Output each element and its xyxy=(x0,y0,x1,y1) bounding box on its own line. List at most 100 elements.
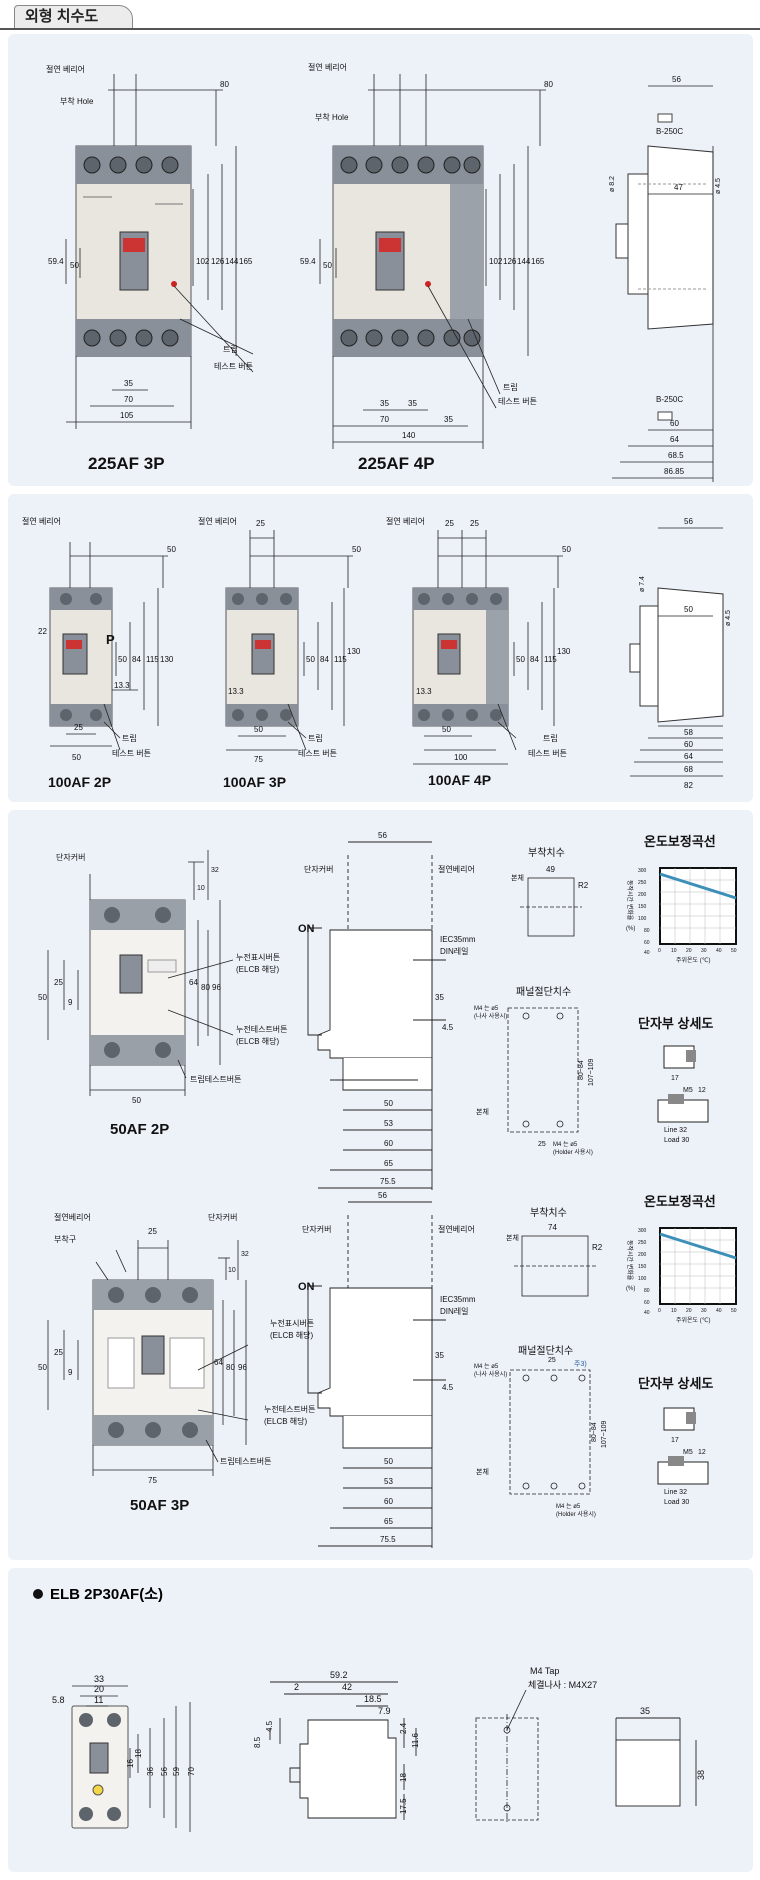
elb-side-dim-2-4: 2.4 xyxy=(399,1722,408,1734)
s2-3p-dim-25: 25 xyxy=(256,519,265,528)
s3-2p-panel-main: 본체 xyxy=(476,1108,489,1116)
s3-2p-leak-indicator: 누전표시버튼 xyxy=(236,952,280,962)
s2-4p-dim-50: 50 xyxy=(442,725,451,734)
s3-3p-ytick-60: 60 xyxy=(644,1300,650,1306)
s3-2p-xtick-40: 40 xyxy=(716,948,722,954)
s2-2p-label-p: P xyxy=(106,632,115,647)
s1-4p-model: 225AF 4P xyxy=(358,454,435,473)
s2-3p-test-label: 테스트 버튼 xyxy=(298,748,337,758)
s1-3p-mount-label: 부착 Hole xyxy=(60,97,94,106)
s3-3p-ytick-250: 250 xyxy=(638,1240,647,1246)
s3-3p-mount-dim-r2: R2 xyxy=(592,1243,603,1252)
s3-3p-panel-dim-80: 80~84 xyxy=(591,1422,598,1442)
s3-2p-line: Line 32 xyxy=(664,1127,687,1134)
s1-4p-dim-126: 126 xyxy=(503,257,517,266)
s3-3p-terminal-title: 단자부 상세도 xyxy=(638,1376,713,1391)
s2-3p-dim-115: 115 xyxy=(334,655,347,664)
s3-2p-xlabel: 주위온도 (℃) xyxy=(676,956,710,964)
s3-2p-dim-50l: 50 xyxy=(38,993,47,1002)
s3-2p-mount-dim-49: 49 xyxy=(546,865,555,874)
s2-4p-dim-100: 100 xyxy=(454,753,468,762)
s3-3p-side-din2: DIN레일 xyxy=(440,1307,469,1316)
s1-side-dim-64: 64 xyxy=(670,435,679,444)
section-225af-drawing: 절연 베리어 부착 Hole 80 59.4 50 102 126 144 16… xyxy=(46,62,722,482)
s3-2p-side-din2: DIN레일 xyxy=(440,947,469,956)
s3-2p-side-dim-50: 50 xyxy=(384,1099,393,1108)
s3-3p-line: Line 32 xyxy=(664,1489,687,1496)
s3-2p-side-on: ON xyxy=(298,923,315,935)
s3-3p-dim-50l: 50 xyxy=(38,1363,47,1372)
s3-3p-load: Load 30 xyxy=(664,1499,689,1506)
s3-2p-dim-32: 32 xyxy=(211,867,219,874)
s1-4p-mount-label: 부착 Hole xyxy=(315,113,349,122)
s3-2p-mount-drawing xyxy=(507,877,582,1133)
s2-3p-dim-75: 75 xyxy=(254,755,263,764)
s3-3p-panel-m4: M4 는 ø5 xyxy=(474,1363,499,1370)
s3-2p-side-dim-60: 60 xyxy=(384,1139,393,1148)
s2-3p-dim-130: 130 xyxy=(347,647,361,656)
s3-3p-panel-self: (나사 사용시) xyxy=(474,1370,507,1378)
s3-3p-yunit: (%) xyxy=(626,1286,635,1292)
s3-3p-temp-title: 온도보정곡선 xyxy=(644,1194,716,1209)
s3-2p-mount-main: 본체 xyxy=(511,874,524,882)
s3-2p-model: 50AF 2P xyxy=(110,1121,169,1138)
elb-side-dim-4-5: 4.5 xyxy=(265,1720,274,1732)
s3-3p-terminal-detail xyxy=(657,1407,709,1485)
elb-side-dim-7-9: 7.9 xyxy=(378,1706,391,1716)
elb-side-dim-2: 2 xyxy=(294,1682,299,1692)
elb-side-dim-18: 18 xyxy=(399,1773,408,1782)
s1-3p-trip-label: 트립 xyxy=(223,345,238,354)
s3-3p-xtick-0: 0 xyxy=(658,1308,661,1314)
s3-2p-load: Load 30 xyxy=(664,1137,689,1144)
s2-2p-dim-50: 50 xyxy=(72,753,81,762)
page-header-tab: 외형 치수도 xyxy=(0,0,760,34)
s3-2p-panel-holder: (Holder 사용시) xyxy=(553,1148,593,1156)
s2-side-dim-68: 68 xyxy=(684,765,693,774)
s3-2p-elcb-2: (ELCB 해당) xyxy=(236,1036,280,1046)
s3-3p-trip-test: 트립테스트버튼 xyxy=(220,1456,272,1466)
s3-3p-side-dim-65: 65 xyxy=(384,1517,393,1526)
s3-2p-dim-10: 10 xyxy=(197,885,205,892)
breaker-225af-4p xyxy=(332,145,484,357)
s1-4p-dim-140: 140 xyxy=(402,431,416,440)
section-100af-drawing: 절연 베리어 50 22 P 13.3 25 50 50 84 115 130 … xyxy=(22,516,732,790)
elb-cut-dim-35: 35 xyxy=(640,1706,650,1716)
s1-4p-dim-70: 70 xyxy=(380,415,389,424)
s3-2p-side-dim-56: 56 xyxy=(378,831,387,840)
s2-side-dim-50: 50 xyxy=(684,605,693,614)
s3-2p-ytick-250: 250 xyxy=(638,880,647,886)
s2-2p-model: 100AF 2P xyxy=(48,774,111,790)
s2-2p-test-label: 테스트 버튼 xyxy=(112,748,151,758)
s3-2p-mount-title: 부착치수 xyxy=(528,847,565,859)
s3-3p-side-terminal-cover: 단자커버 xyxy=(302,1224,331,1234)
s3-2p-xtick-20: 20 xyxy=(686,948,692,954)
s3-3p-dim-32: 32 xyxy=(241,1251,249,1258)
s3-3p-side-dim-35: 35 xyxy=(435,1351,444,1360)
breaker-225af-3p xyxy=(75,145,192,357)
s3-2p-temp-title: 온도보정곡선 xyxy=(644,834,716,849)
s1-side-dim-o45: ø 4.5 xyxy=(715,178,722,194)
s2-3p-dim-50b: 50 xyxy=(306,655,315,664)
elb-cut-dim-38: 38 xyxy=(696,1770,706,1780)
s3-3p-xtick-20: 20 xyxy=(686,1308,692,1314)
s2-2p-dim-22: 22 xyxy=(38,627,47,636)
s3-3p-elcb-1: (ELCB 해당) xyxy=(270,1330,314,1340)
s3-2p-ytick-100: 100 xyxy=(638,916,647,922)
s2-4p-test-label: 테스트 버튼 xyxy=(528,748,567,758)
s3-2p-side-dim-4-5: 4.5 xyxy=(442,1023,454,1032)
s3-3p-ylabel: 동작시간 변화율 xyxy=(626,1240,634,1281)
section-50af: 단자커버 10 32 50 25 9 80 64 96 50 누전표시버튼 (E… xyxy=(8,810,753,1560)
s3-3p-mount-dim-74: 74 xyxy=(548,1223,557,1232)
s3-3p-dim-80: 80 xyxy=(226,1363,235,1372)
s2-3p-model: 100AF 3P xyxy=(223,774,286,790)
s3-2p-panel-title: 패널절단치수 xyxy=(516,985,571,998)
s1-3p-dim-80: 80 xyxy=(220,80,229,89)
s2-2p-dim-84: 84 xyxy=(132,655,141,664)
s3-3p-mount-label: 부착구 xyxy=(54,1235,76,1244)
s3-3p-panel-m4b: M4 는 ø5 xyxy=(556,1503,581,1510)
s2-side-dim-60: 60 xyxy=(684,740,693,749)
page-title: 외형 치수도 xyxy=(14,5,134,29)
s1-side-label-bottom: B-250C xyxy=(656,395,683,404)
s1-3p-dim-50: 50 xyxy=(70,261,79,270)
s1-3p-dim-70: 70 xyxy=(124,395,133,404)
